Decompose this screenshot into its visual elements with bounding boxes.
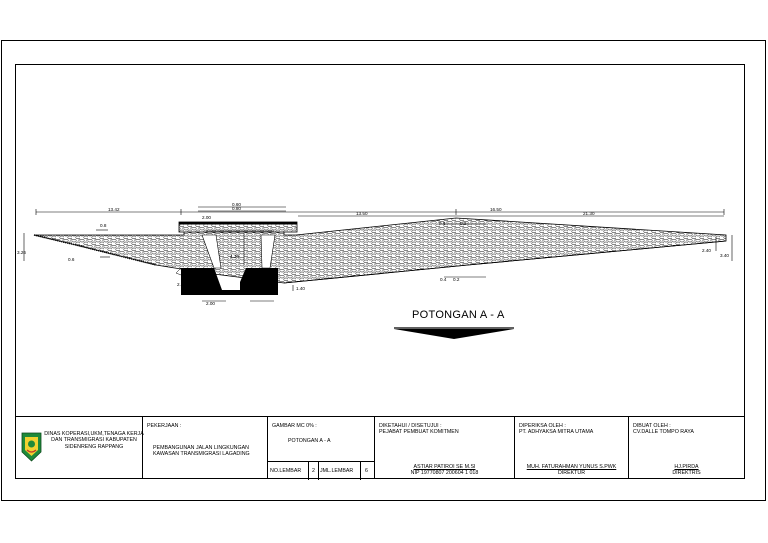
made-cell: DIBUAT OLEH : CV.DALLE TOMPO RAYA HJ.PIR… [629, 417, 744, 479]
dimension-lines [23, 206, 733, 302]
project-label: PEKERJAAN : [147, 423, 182, 429]
dim-2-00-bottom: 2.00 [206, 301, 215, 306]
section-arrow [392, 326, 516, 345]
checked-title: DIREKTUR [557, 470, 586, 476]
approved-name: ASTIAR PATIROI SE M.SI [413, 464, 476, 470]
dim-0-60: 0.60 [232, 202, 241, 207]
drawing-label: GAMBAR MC 0% : [272, 423, 317, 429]
title-block: DINAS KOPERASI,UKM,TENAGA KERJA DAN TRAN… [16, 416, 744, 480]
made-label: DIBUAT OLEH : [633, 423, 671, 429]
agency-name: DINAS KOPERASI,UKM,TENAGA KERJA DAN TRAN… [44, 431, 144, 450]
dim-2-40: 2.40 [702, 248, 711, 253]
made-name: HJ.PIRDA [674, 464, 699, 470]
checked-cell: DIPERIKSA OLEH : PT. ADHYAKSA MITRA UTAM… [515, 417, 629, 479]
approved-role: PEJABAT PEMBUAT KOMITMEN [379, 429, 459, 435]
dim-2-00-top: 2.00 [202, 215, 211, 220]
project-cell: PEKERJAAN : PEMBANGUNAN JALAN LINGKUNGAN… [143, 417, 268, 479]
sheet-total-label: JML.LEMBAR [320, 468, 354, 474]
agency-cell: DINAS KOPERASI,UKM,TENAGA KERJA DAN TRAN… [16, 417, 144, 479]
dim-2-00-left: 2.00 [177, 282, 186, 287]
dim-0-80: 0.80 [232, 206, 241, 211]
dim-3-26: 3.26 [17, 250, 26, 255]
drawing-frame [15, 64, 745, 479]
dim-0-2-a: 0.2 [460, 221, 467, 226]
dim-4-10: 4.10 [230, 254, 239, 259]
sheet-no: 2 [312, 468, 315, 474]
drawing-value: POTONGAN A - A [288, 438, 331, 444]
made-title: DIREKTRIS [672, 470, 701, 476]
dim-0-2-b: 0.2 [453, 277, 460, 282]
embankment-section [33, 217, 727, 284]
dim-0-8-left: 0.8 [100, 223, 107, 228]
made-company: CV.DALLE TOMPO RAYA [633, 429, 694, 435]
approved-nip: NIP 19770807 200604 1 018 [410, 470, 479, 476]
dim-13-50: 13.50 [356, 211, 368, 216]
dim-0-8-right: 0.8 [439, 221, 446, 226]
dim-0-4: 0.4 [440, 277, 447, 282]
approved-label: DIKETAHUI / DISETUJUI : [379, 423, 442, 429]
sheet-no-label: NO.LEMBAR [270, 468, 302, 474]
sheet-total: 6 [365, 468, 368, 474]
drawing-sheet-border [1, 40, 766, 501]
dim-2-80: 2.80 [232, 290, 241, 295]
dim-3-40: 3.40 [720, 253, 729, 258]
sheet-info: NO.LEMBAR 2 JML.LEMBAR 6 [268, 461, 375, 480]
regency-emblem-icon [21, 432, 42, 462]
checked-label: DIPERIKSA OLEH : [519, 423, 566, 429]
dim-0-6: 0.6 [68, 257, 75, 262]
culvert-structure [175, 221, 298, 295]
dim-16-50: 16.50 [490, 207, 502, 212]
section-title: POTONGAN A - A [412, 309, 505, 321]
dim-21-30: 21.30 [583, 211, 595, 216]
checked-company: PT. ADHYAKSA MITRA UTAMA [519, 429, 594, 435]
checked-name: MUH. FATURAHMAN YUNUS S.PWK [526, 464, 617, 470]
approval-cell: DIKETAHUI / DISETUJUI : PEJABAT PEMBUAT … [375, 417, 515, 479]
drawing-cell: GAMBAR MC 0% : POTONGAN A - A NO.LEMBAR … [268, 417, 375, 480]
project-value: PEMBANGUNAN JALAN LINGKUNGAN KAWASAN TRA… [153, 445, 250, 458]
dim-1-40: 1.40 [296, 286, 305, 291]
dim-13-42: 13.42 [108, 207, 120, 212]
cross-section-drawing: 13.42 16.50 13.50 21.30 0.60 0.80 2.00 2… [16, 65, 744, 415]
